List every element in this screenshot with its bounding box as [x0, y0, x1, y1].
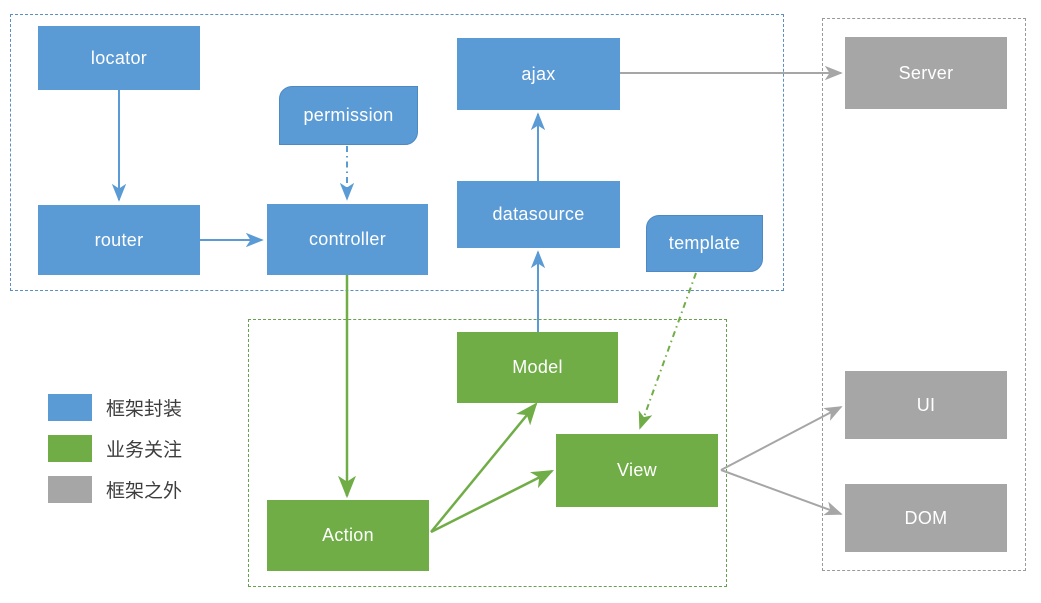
node-datasource-label: datasource — [492, 204, 585, 224]
node-controller-label: controller — [308, 229, 387, 249]
node-view: View — [556, 434, 718, 507]
node-ui: UI — [845, 371, 1007, 439]
node-router: router — [38, 205, 200, 275]
node-datasource: datasource — [457, 181, 620, 248]
node-dom: DOM — [845, 484, 1007, 552]
legend-label-framework: 框架封装 — [106, 399, 183, 420]
group-outside-framework — [822, 18, 1026, 571]
legend-label-external: 框架之外 — [106, 481, 183, 502]
node-server-label: Server — [898, 62, 954, 83]
node-model-label: Model — [512, 357, 563, 377]
node-router-label: router — [94, 229, 144, 250]
legend-label-business: 业务关注 — [106, 440, 183, 461]
node-action-label: Action — [322, 525, 374, 545]
legend-item-business: 业务关注 — [48, 435, 182, 462]
node-controller: controller — [267, 204, 428, 275]
group-framework-wrapping — [10, 14, 784, 291]
legend-swatch-green — [48, 435, 92, 462]
legend-item-framework: 框架封装 — [48, 394, 182, 421]
node-action: Action — [267, 500, 429, 571]
legend-swatch-gray — [48, 476, 92, 503]
node-dom-label: DOM — [904, 507, 948, 528]
node-template-label: template — [668, 233, 741, 253]
node-server: Server — [845, 37, 1007, 109]
node-permission: permission — [279, 86, 418, 145]
node-ajax: ajax — [457, 38, 620, 110]
node-view-label: View — [617, 460, 657, 480]
node-locator-label: locator — [90, 47, 148, 68]
node-model: Model — [457, 332, 618, 403]
node-locator: locator — [38, 26, 200, 90]
legend-swatch-blue — [48, 394, 92, 421]
node-ui-label: UI — [916, 394, 936, 415]
node-ajax-label: ajax — [521, 63, 556, 84]
legend-item-external: 框架之外 — [48, 476, 182, 503]
node-permission-label: permission — [303, 105, 394, 125]
node-template: template — [646, 215, 763, 272]
